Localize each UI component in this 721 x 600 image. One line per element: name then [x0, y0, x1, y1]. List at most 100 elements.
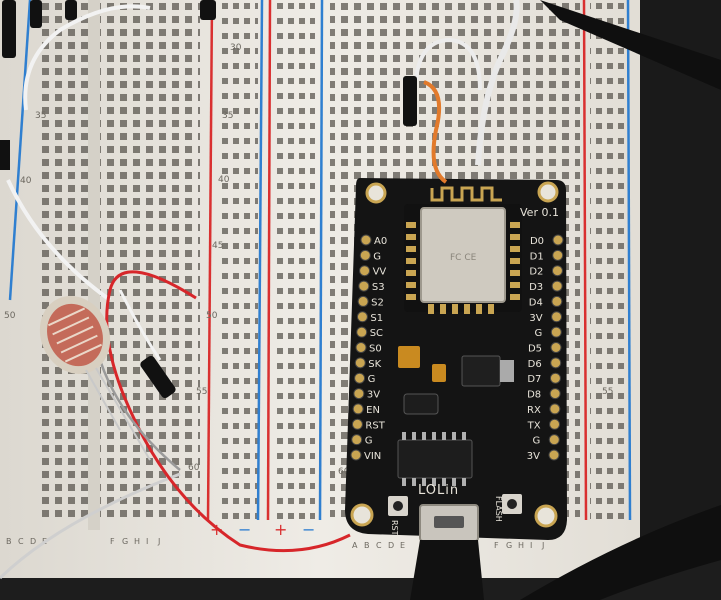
rail-blue-line-3 — [626, 0, 632, 521]
left-pin-label: SK — [368, 359, 381, 370]
voltage-regulator — [461, 355, 501, 387]
left-pin-label: S3 — [372, 282, 385, 293]
left-pin-label: VV — [373, 267, 387, 278]
rail-red-line-1 — [206, 0, 214, 521]
rail-blue-line-2 — [318, 0, 324, 521]
esp-pad — [406, 294, 416, 300]
left-pin-label: SC — [370, 328, 383, 339]
brand-label: LOLin — [418, 483, 459, 498]
column-letter: D — [388, 541, 394, 550]
white-wire-pin — [118, 289, 162, 361]
left-pin-label: VIN — [364, 451, 381, 462]
rail-blue-line-1 — [256, 0, 264, 521]
right-header-pin — [551, 280, 563, 292]
column-letter: B — [364, 541, 370, 550]
column-letter: E — [400, 541, 405, 550]
rst-button-cap[interactable] — [393, 501, 403, 511]
chip-leg — [442, 478, 446, 486]
left-header-pin — [353, 388, 365, 400]
left-header-pin — [355, 342, 367, 353]
esp-pad — [406, 246, 416, 252]
column-letter: C — [18, 537, 24, 546]
flash-label: FLASH — [494, 496, 503, 522]
right-header-pin — [548, 449, 560, 461]
flash-button-cap[interactable] — [507, 499, 517, 509]
right-pin-label: G — [533, 436, 541, 447]
micro-usb-slot — [434, 516, 464, 528]
row-number: 55 — [196, 387, 207, 397]
left-header-pin — [352, 403, 364, 415]
left-pin-label: S0 — [369, 344, 382, 355]
mount-hole — [534, 504, 558, 528]
left-pin-label: S1 — [370, 313, 383, 324]
column-letter: I — [530, 541, 532, 550]
white-wire-module — [475, 0, 520, 166]
mount-hole — [350, 503, 374, 527]
rail-holes-1 — [218, 0, 258, 520]
black-jumper-center — [140, 355, 176, 399]
ldr-lead — [85, 369, 121, 431]
esp-shield — [420, 207, 506, 303]
esp-pad — [510, 294, 520, 300]
row-number: 35 — [35, 111, 46, 121]
rail-holes-2 — [275, 0, 315, 520]
left-pin-label: A0 — [374, 236, 387, 247]
column-letter: G — [506, 541, 512, 550]
left-header-pin — [356, 311, 368, 323]
white-wire-top — [23, 4, 151, 111]
usb-serial-chip — [397, 439, 473, 479]
right-pin-label: D7 — [527, 374, 541, 385]
red-wire — [105, 270, 351, 553]
capacitor-small — [432, 364, 446, 382]
usb-cable-left — [540, 0, 721, 90]
chip-leg — [422, 478, 426, 486]
left-pin-label: S2 — [371, 297, 384, 308]
right-pin-label: D4 — [529, 297, 543, 308]
rail-minus-1: − — [238, 520, 251, 539]
left-header-pin — [359, 249, 371, 261]
header-pin-top-3 — [65, 0, 77, 20]
row-number: 55 — [602, 387, 613, 397]
left-header-pin — [354, 357, 366, 369]
left-hole-grid — [40, 0, 200, 520]
esp-pad — [440, 304, 446, 314]
right-pin-label: G — [535, 328, 543, 339]
version-label: Ver 0.1 — [520, 206, 559, 219]
column-letter: H — [134, 537, 140, 546]
chip-leg — [432, 478, 436, 486]
esp-pad — [510, 234, 520, 240]
column-letter: C — [376, 541, 382, 550]
rail-minus-2: − — [302, 520, 315, 539]
black-jumper-top — [403, 76, 417, 126]
header-pin-top-1 — [2, 0, 16, 58]
row-number: 35 — [222, 111, 233, 121]
column-letter: I — [146, 537, 148, 546]
chip-leg — [462, 478, 466, 486]
esp-pad — [406, 270, 416, 276]
esp-pad — [406, 282, 416, 288]
chip-leg — [462, 432, 466, 440]
right-header-pin — [549, 372, 561, 384]
column-letter: B — [6, 537, 12, 546]
right-header-pin — [550, 342, 562, 353]
chip-legs — [402, 432, 466, 486]
esp-pad — [476, 304, 482, 314]
chip-leg — [402, 432, 406, 440]
right-header-pin — [549, 418, 561, 430]
usb-cable-right — [520, 505, 721, 600]
left-pin-label: EN — [366, 405, 380, 416]
left-header-pin — [356, 326, 368, 338]
photoresistor — [39, 296, 151, 461]
esp-pad — [510, 270, 520, 276]
right-pin-label: 3V — [529, 313, 542, 324]
right-pin-label: RX — [527, 405, 541, 416]
chip-leg — [442, 432, 446, 440]
right-pin-label: 3V — [527, 451, 540, 462]
right-header-pin — [551, 311, 563, 323]
right-pin-label: TX — [527, 420, 541, 431]
left-pin-label: 3V — [367, 390, 380, 401]
white-wire-ldr — [6, 179, 112, 302]
